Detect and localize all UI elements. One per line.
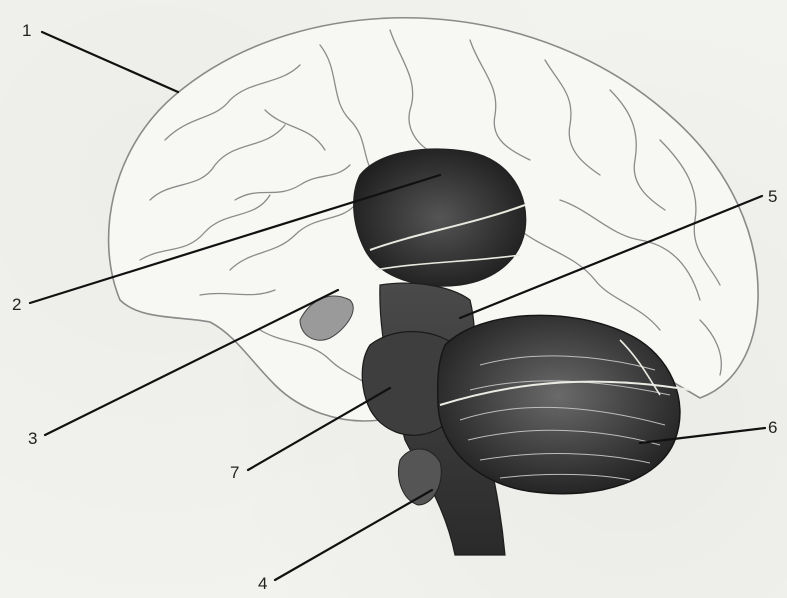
- thalamus-region: [354, 149, 526, 286]
- label-7: 7: [230, 464, 239, 481]
- label-2: 2: [12, 296, 21, 313]
- label-6: 6: [768, 419, 777, 436]
- label-4: 4: [258, 575, 267, 592]
- leader-line-1: [42, 32, 178, 92]
- leader-line-4: [275, 490, 432, 580]
- label-1: 1: [22, 22, 31, 39]
- label-5: 5: [768, 188, 777, 205]
- label-3: 3: [28, 430, 37, 447]
